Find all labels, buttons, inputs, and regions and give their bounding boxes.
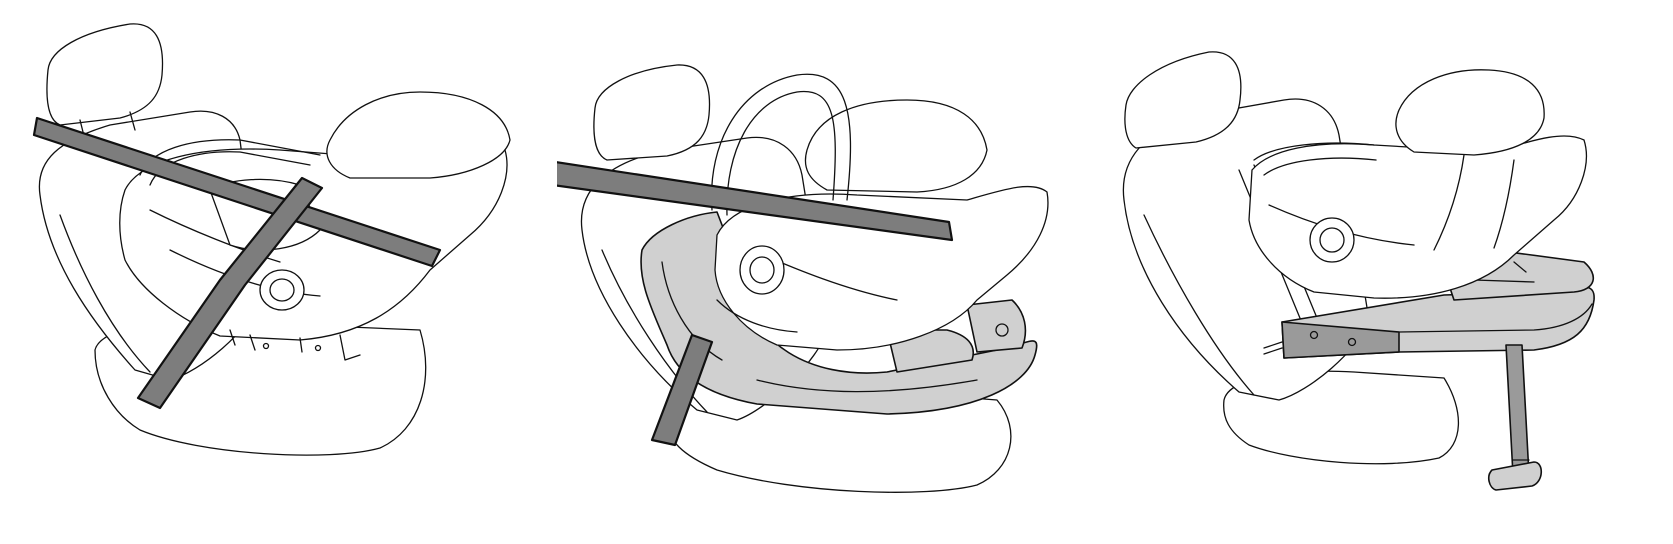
belt-guide-hook — [259, 269, 305, 311]
lap-belt — [557, 161, 954, 242]
isofix-connector — [1263, 341, 1283, 355]
carrier-canopy — [804, 99, 988, 193]
headrest — [46, 23, 164, 126]
base-front-face — [1281, 321, 1400, 359]
support-leg-foot — [1487, 461, 1543, 491]
headrest — [1124, 51, 1242, 149]
isofix-base — [1263, 249, 1595, 491]
panel-isofix-base-installation — [1122, 51, 1595, 491]
belt-guide-hook — [739, 245, 785, 295]
infant-carrier — [710, 73, 1049, 351]
seat-belt — [557, 161, 954, 447]
panel-belt-installation-with-base — [557, 64, 1049, 493]
carry-handle — [710, 73, 852, 216]
carry-handle — [1253, 142, 1377, 176]
carrier-canopy — [326, 91, 511, 179]
carrier-canopy — [1395, 69, 1545, 156]
support-leg — [1505, 344, 1530, 476]
infant-carrier — [1248, 69, 1588, 299]
diagonal-belt — [650, 333, 714, 447]
headrest — [593, 64, 711, 161]
lap-belt — [32, 116, 442, 268]
seat-belt — [32, 116, 442, 410]
diagonal-belt — [136, 176, 324, 410]
carrier-shell — [714, 185, 1049, 351]
panel-belt-installation — [32, 23, 511, 456]
belted-base — [640, 211, 1038, 415]
belt-guide-hook — [1309, 217, 1355, 263]
